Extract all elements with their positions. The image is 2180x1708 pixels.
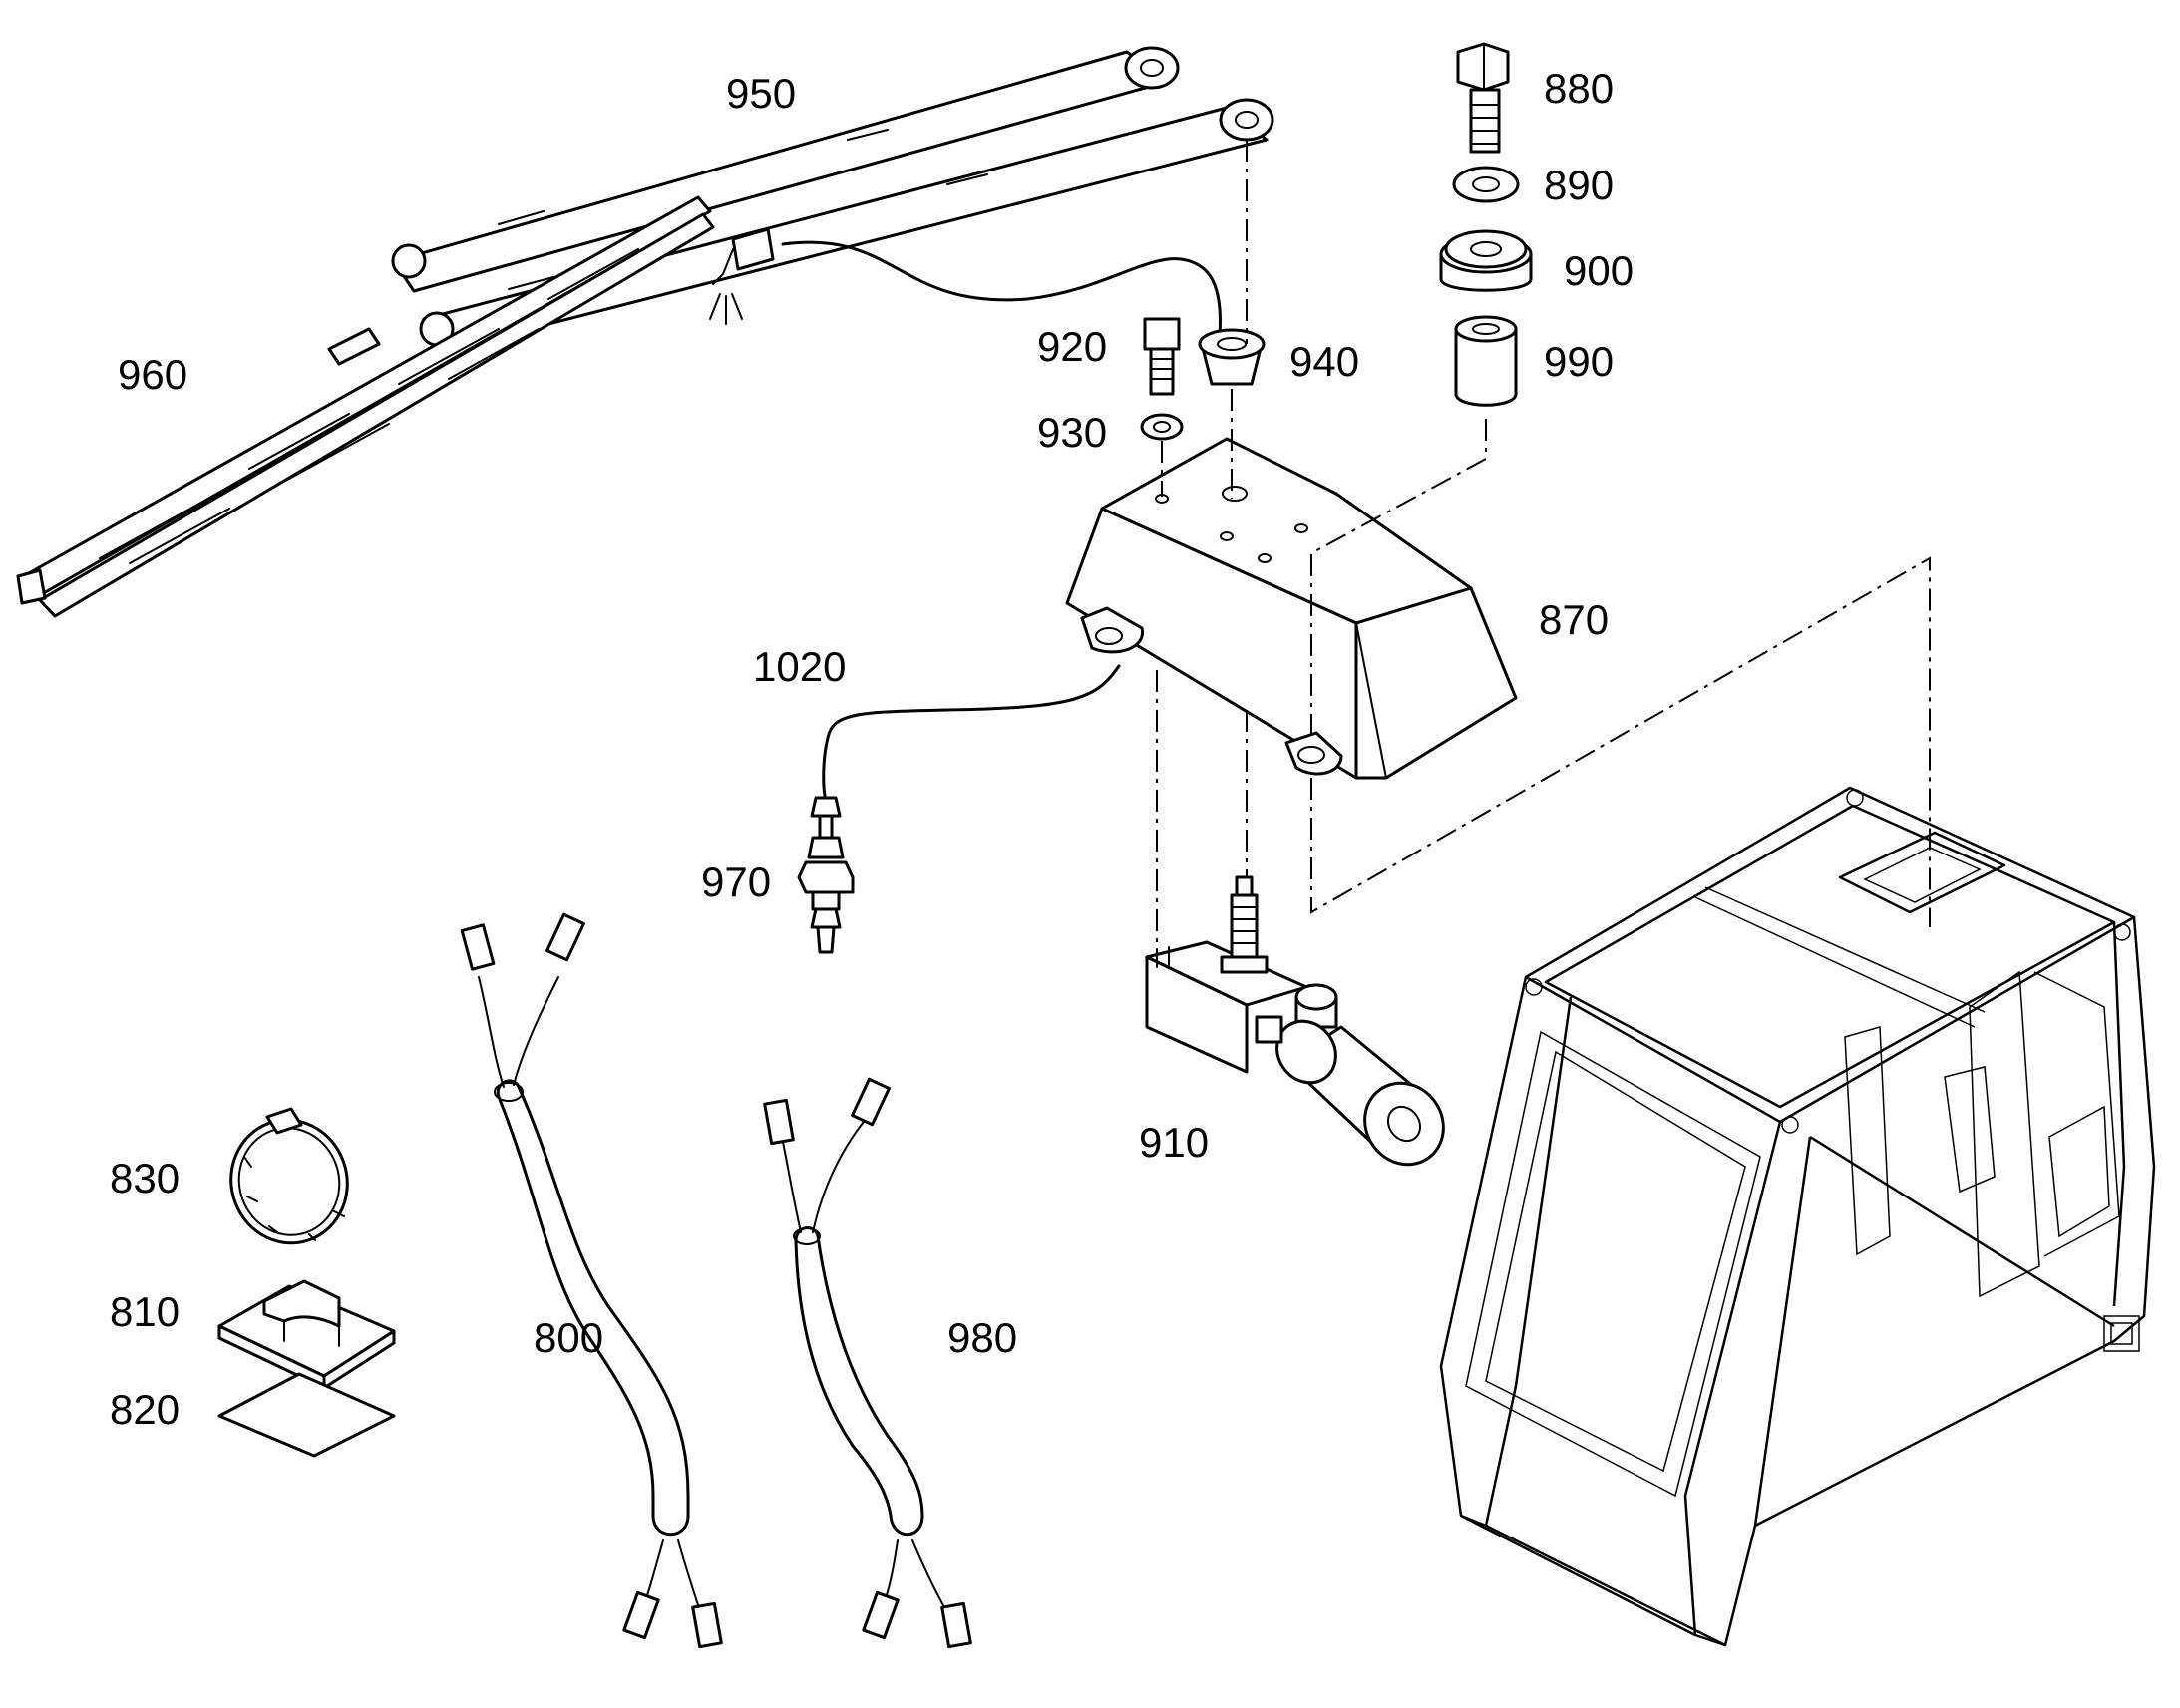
- bolt-880-part: [1456, 42, 1510, 154]
- washer-890-part: [1452, 166, 1520, 203]
- label-820: 820: [110, 1386, 180, 1433]
- hose-clamp-830-part: [229, 1107, 349, 1245]
- label-900: 900: [1564, 247, 1634, 294]
- label-980: 980: [947, 1314, 1017, 1361]
- label-880: 880: [1544, 65, 1614, 112]
- label-950: 950: [726, 70, 796, 117]
- washer-hose-upper: [781, 240, 1222, 346]
- cable-harness-800-part: [460, 912, 723, 1649]
- adhesive-pad-820-part: [217, 1372, 396, 1458]
- assembly-lines: [1156, 140, 1931, 942]
- label-800: 800: [534, 1314, 603, 1361]
- cable-mount-810-part: [217, 1279, 396, 1390]
- hose-connector-970-part: [797, 796, 855, 954]
- rubber-grommet-900-part: [1439, 229, 1533, 292]
- operator-cab-illustration: [1439, 786, 2156, 1647]
- label-810: 810: [110, 1288, 180, 1335]
- label-870: 870: [1539, 596, 1609, 643]
- washer-hose-1020-part: [822, 664, 1121, 798]
- wiper-blade-part: [16, 195, 715, 618]
- motor-cover-870-part: [1065, 437, 1518, 780]
- label-1020: 1020: [753, 643, 846, 690]
- label-940: 940: [1289, 338, 1359, 385]
- label-960: 960: [118, 351, 187, 398]
- wiper-motor-910-part: [1145, 875, 1445, 1167]
- washer-930-part: [1140, 413, 1184, 441]
- label-910: 910: [1139, 1119, 1209, 1166]
- grommet-940-part: [1198, 328, 1266, 386]
- label-990: 990: [1544, 338, 1614, 385]
- cable-harness-980-part: [763, 1077, 972, 1649]
- label-920: 920: [1037, 323, 1107, 370]
- label-970: 970: [701, 858, 771, 905]
- label-830: 830: [110, 1155, 180, 1201]
- label-890: 890: [1544, 162, 1614, 208]
- spacer-sleeve-990-part: [1454, 315, 1518, 407]
- wiper-arm-assembly-part: [391, 46, 1274, 353]
- bolt-920-part: [1143, 317, 1181, 396]
- label-930: 930: [1037, 409, 1107, 456]
